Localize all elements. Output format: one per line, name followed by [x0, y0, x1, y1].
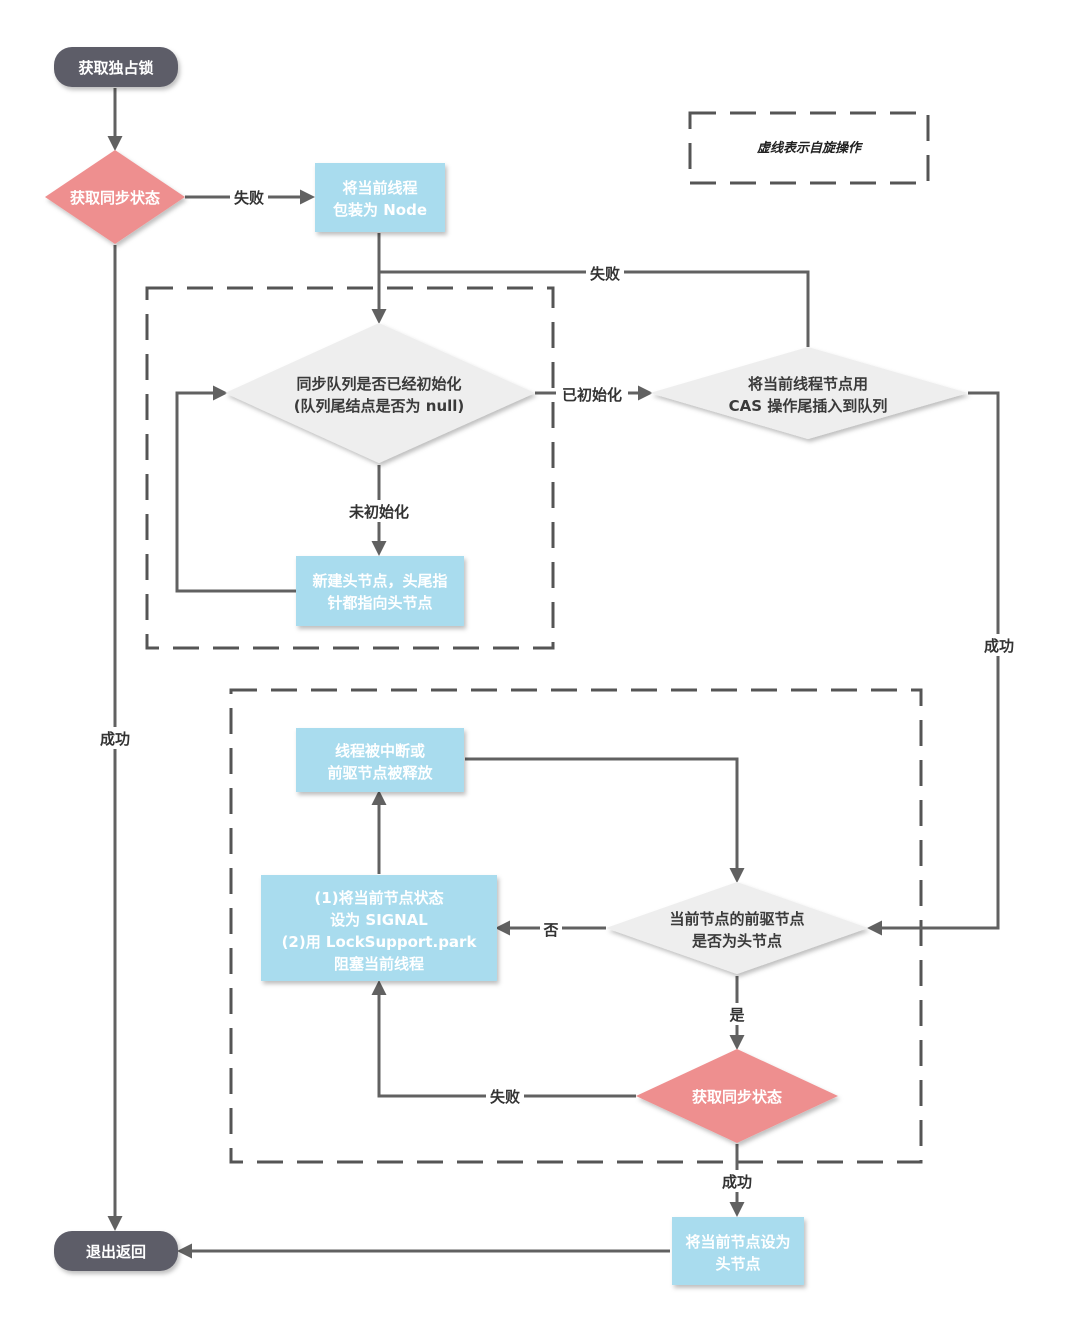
node-try1-text: 获取同步状态	[70, 189, 160, 207]
node-set-head	[672, 1217, 804, 1285]
node-init-check-line2: (队列尾结点是否为 null)	[294, 397, 465, 415]
node-cas-enq-line1: 将当前线程节点用	[748, 375, 868, 393]
node-init-check-line1: 同步队列是否已经初始化	[296, 375, 461, 393]
edge-cas-pred	[867, 391, 1000, 936]
node-park-line1: (1)将当前节点状态	[314, 889, 443, 907]
label-success-left: 成功	[100, 730, 130, 748]
node-exit	[54, 1231, 178, 1271]
node-park-line2: 设为 SIGNAL	[330, 911, 428, 929]
node-set-head-line2: 头节点	[715, 1255, 760, 1273]
node-wrap-line2: 包装为 Node	[333, 201, 427, 219]
node-init-check	[225, 323, 535, 463]
node-try2-text: 获取同步状态	[692, 1088, 782, 1106]
spin-region-acquire	[229, 688, 923, 1164]
legend-text: 虚线表示自旋操作	[756, 140, 864, 156]
node-new-head	[296, 556, 464, 626]
spin-region-init	[145, 286, 555, 650]
node-cas-enq	[650, 347, 968, 439]
node-exit-text: 退出返回	[86, 1243, 146, 1261]
label-fail-wrap: 失败	[234, 189, 264, 207]
label-initialized: 已初始化	[562, 386, 622, 404]
node-park-line3: (2)用 LockSupport.park	[282, 933, 478, 951]
label-yes: 是	[728, 1006, 745, 1024]
edge-interrupted-pred	[465, 757, 745, 883]
node-new-head-line1: 新建头节点，头尾指	[312, 572, 447, 590]
label-no: 否	[542, 921, 558, 939]
node-try1	[45, 150, 185, 244]
edge-newhead-loop	[175, 385, 296, 593]
node-pred-check	[606, 882, 868, 974]
node-pred-check-line1: 当前节点的前驱节点	[669, 910, 804, 928]
node-wrap	[315, 163, 445, 232]
node-start	[54, 47, 178, 87]
label-fail-try2: 失败	[490, 1088, 520, 1106]
legend-box	[688, 111, 930, 185]
edge-cas-fail	[379, 270, 810, 347]
node-park	[261, 875, 497, 981]
label-fail-cas: 失败	[590, 265, 620, 283]
label-success-try2: 成功	[722, 1173, 752, 1191]
node-pred-check-line2: 是否为头节点	[691, 932, 782, 950]
edge-try2-park	[371, 980, 636, 1098]
node-try2	[636, 1049, 838, 1143]
node-set-head-line1: 将当前节点设为	[685, 1233, 790, 1251]
node-interrupted-line2: 前驱节点被释放	[327, 764, 433, 782]
node-new-head-line2: 针都指向头节点	[327, 594, 432, 612]
node-park-line4: 阻塞当前线程	[334, 955, 424, 973]
node-start-text: 获取独占锁	[78, 59, 153, 77]
node-interrupted	[296, 728, 464, 792]
node-cas-enq-line2: CAS 操作尾插入到队列	[729, 397, 888, 415]
label-success-right: 成功	[984, 637, 1014, 655]
node-wrap-line1: 将当前线程	[342, 179, 417, 197]
node-interrupted-line1: 线程被中断或	[335, 742, 425, 760]
label-not-initialized: 未初始化	[348, 503, 409, 521]
